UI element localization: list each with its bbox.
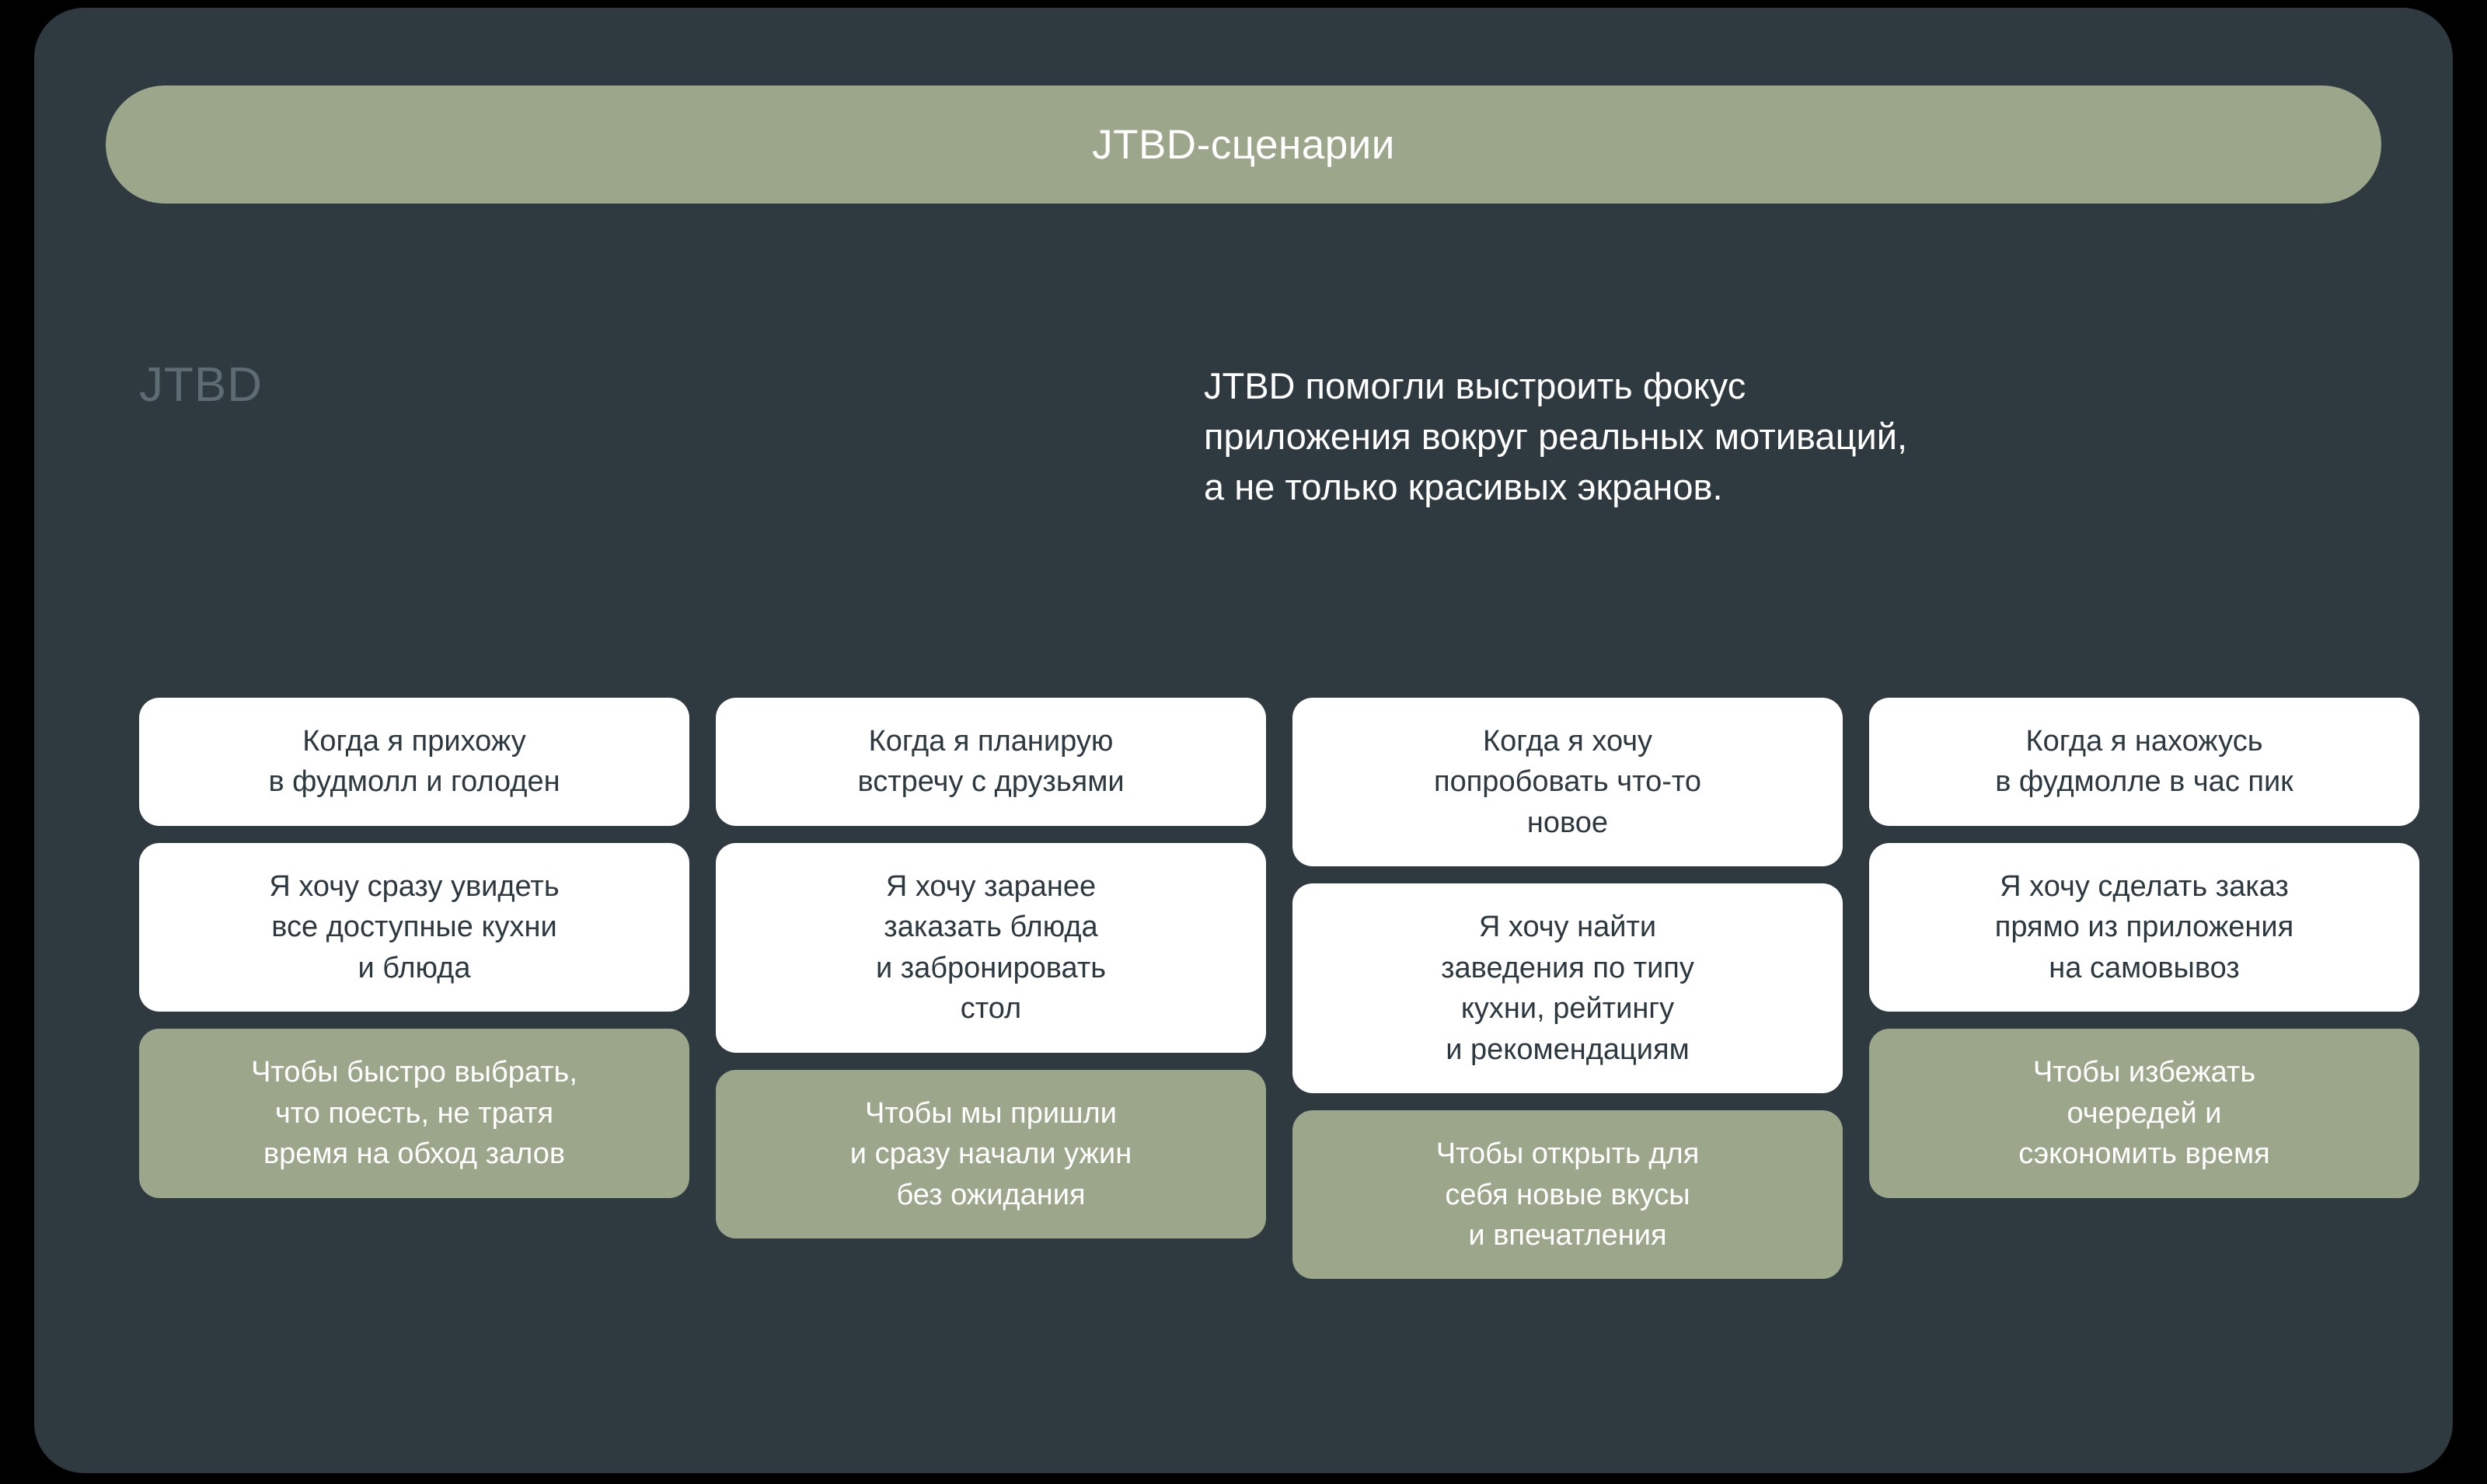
jtbd-card-motivation[interactable]: Я хочу заранее заказать блюда и заброниров… (716, 842, 1266, 1053)
card-line: в фудмолле в час пик (1995, 765, 2293, 799)
jtbd-card-motivation[interactable]: Я хочу найти заведения по типу кухни, рейт… (1292, 883, 1843, 1094)
card-line: Я хочу найти (1478, 911, 1657, 944)
card-line: прямо из приложения (1994, 911, 2294, 944)
jtbd-card-outcome[interactable]: Чтобы мы пришли и сразу начали ужин без ож… (716, 1069, 1266, 1238)
card-line: Чтобы открыть для (1435, 1137, 1700, 1171)
card-line: без ожидания (896, 1178, 1086, 1211)
card-line: все доступные кухни (271, 911, 557, 944)
card-line: Чтобы мы пришли (865, 1096, 1117, 1130)
card-line: и блюда (358, 951, 471, 984)
slide-panel: JTBD-сценарии JTBD JTBD помогли выстроит… (34, 8, 2453, 1473)
card-line: Я хочу сделать заказ (2000, 869, 2289, 903)
jtbd-column: Когда я планирую встречу с друзьями Я хочу… (716, 698, 1266, 1256)
jtbd-cards-grid: Когда я прихожу в фудмолл и голоден Я хочу… (34, 8, 2453, 1473)
card-line: себя новые вкусы (1445, 1178, 1690, 1211)
jtbd-card-motivation[interactable]: Я хочу сразу увидеть все доступные кухни и… (139, 842, 689, 1012)
header-banner: JTBD-сценарии (106, 85, 2381, 204)
card-line: в фудмолл и голоден (268, 765, 560, 799)
jtbd-card-situation[interactable]: Когда я планирую встречу с друзьями (716, 698, 1266, 826)
jtbd-card-outcome[interactable]: Чтобы открыть для себя новые вкусы и впеча… (1292, 1110, 1843, 1280)
intro-line: а не только красивых экранов. (1204, 465, 1723, 507)
section-label: JTBD (139, 358, 263, 412)
jtbd-card-motivation[interactable]: Я хочу сделать заказ прямо из приложения н… (1869, 842, 2419, 1012)
card-line: новое (1526, 806, 1609, 839)
intro-paragraph: JTBD помогли выстроить фокус приложения в… (1204, 361, 2354, 513)
card-line: Когда я нахожусь (2025, 725, 2263, 758)
card-line: Чтобы быстро выбрать, (251, 1056, 577, 1089)
jtbd-column: Когда я прихожу в фудмолл и голоден Я хочу… (139, 698, 689, 1215)
card-line: и впечатления (1468, 1218, 1667, 1252)
card-line: стол (960, 992, 1022, 1026)
jtbd-card-outcome[interactable]: Чтобы избежать очередей и сэкономить время (1869, 1029, 2419, 1198)
page-title: JTBD-сценарии (1092, 121, 1395, 168)
card-line: кухни, рейтингу (1460, 992, 1675, 1026)
card-line: Когда я хочу (1482, 725, 1653, 758)
card-line: время на обход залов (263, 1137, 566, 1171)
jtbd-column: Когда я нахожусь в фудмолле в час пик Я хо… (1869, 698, 2419, 1215)
card-line: встречу с друзьями (857, 765, 1125, 799)
card-line: сэкономить время (2018, 1137, 2270, 1171)
card-line: заказать блюда (884, 911, 1098, 944)
card-line: Когда я прихожу (302, 725, 526, 758)
card-line: на самовывоз (2049, 951, 2240, 984)
card-line: и сразу начали ужин (849, 1137, 1132, 1171)
jtbd-card-situation[interactable]: Когда я прихожу в фудмолл и голоден (139, 698, 689, 826)
card-line: попробовать что-то (1434, 765, 1701, 799)
card-line: Когда я планирую (868, 725, 1114, 758)
card-line: Я хочу сразу увидеть (269, 869, 560, 903)
card-line: что поесть, не тратя (274, 1096, 554, 1130)
card-line: Я хочу заранее (885, 869, 1097, 903)
card-line: и рекомендациям (1446, 1033, 1690, 1066)
intro-line: приложения вокруг реальных мотиваций, (1204, 415, 1908, 457)
card-line: и забронировать (875, 951, 1107, 984)
intro-line: JTBD помогли выстроить фокус (1204, 365, 1746, 406)
jtbd-column: Когда я хочу попробовать что-то новое Я хоч… (1292, 698, 1843, 1296)
card-line: очередей и (2067, 1096, 2222, 1130)
card-line: заведения по типу (1441, 951, 1694, 984)
jtbd-card-situation[interactable]: Когда я хочу попробовать что-то новое (1292, 698, 1843, 867)
jtbd-card-situation[interactable]: Когда я нахожусь в фудмолле в час пик (1869, 698, 2419, 826)
jtbd-card-outcome[interactable]: Чтобы быстро выбрать, что поесть, не трат… (139, 1029, 689, 1198)
card-line: Чтобы избежать (2032, 1056, 2256, 1089)
